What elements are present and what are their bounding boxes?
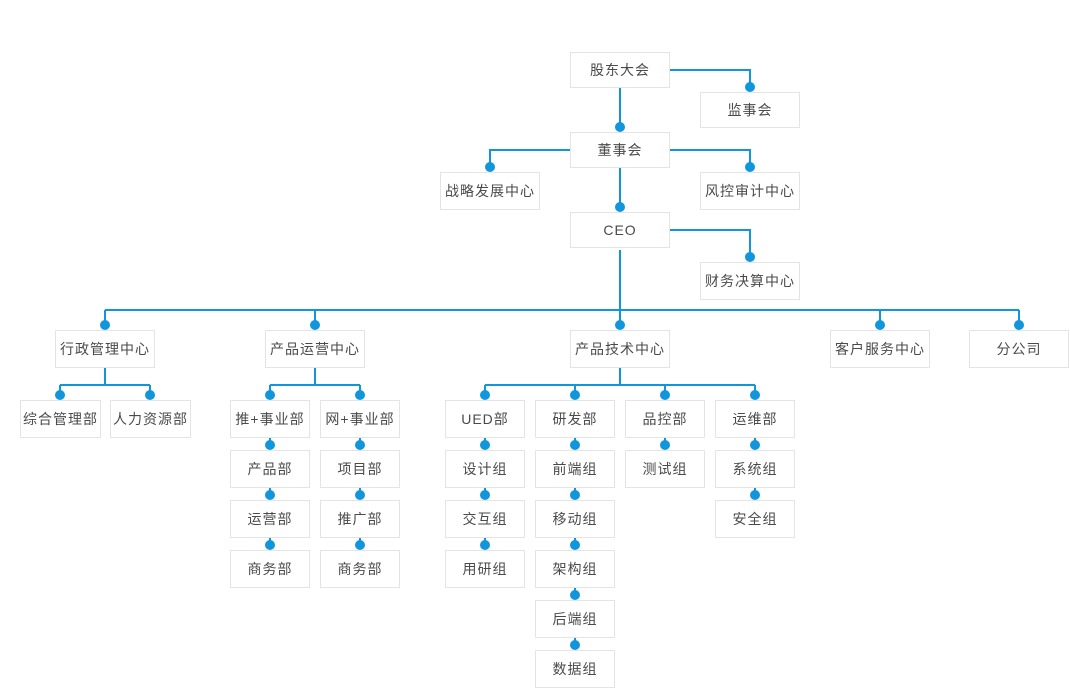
org-node-interaction-group[interactable]: 交互组 [445, 500, 525, 538]
connector-dot [310, 320, 320, 330]
connector-dot [615, 122, 625, 132]
org-node-test-group[interactable]: 测试组 [625, 450, 705, 488]
org-node-architecture-group[interactable]: 架构组 [535, 550, 615, 588]
org-node-operations-dept[interactable]: 运营部 [230, 500, 310, 538]
org-node-finance-center[interactable]: 财务决算中心 [700, 262, 800, 300]
org-node-security-group[interactable]: 安全组 [715, 500, 795, 538]
connector-dot [355, 440, 365, 450]
org-node-supervisory-board[interactable]: 监事会 [700, 92, 800, 128]
org-node-tui-business-div[interactable]: 推+事业部 [230, 400, 310, 438]
connector-dot [660, 390, 670, 400]
org-node-qc-dept[interactable]: 品控部 [625, 400, 705, 438]
org-node-ops-center[interactable]: 产品运营中心 [265, 330, 365, 368]
connector-dot [615, 202, 625, 212]
org-node-promotion-dept[interactable]: 推广部 [320, 500, 400, 538]
org-node-hr-dept[interactable]: 人力资源部 [110, 400, 191, 438]
connector-dot [660, 440, 670, 450]
connector-dot [480, 490, 490, 500]
org-node-admin-center[interactable]: 行政管理中心 [55, 330, 155, 368]
connector-dot [355, 490, 365, 500]
connector-dot [485, 162, 495, 172]
org-node-product-dept[interactable]: 产品部 [230, 450, 310, 488]
connector-dot [570, 390, 580, 400]
org-node-rd-dept[interactable]: 研发部 [535, 400, 615, 438]
connector-dot [570, 540, 580, 550]
connector-dot [355, 390, 365, 400]
connector-dot [745, 162, 755, 172]
connector-dot [265, 440, 275, 450]
connector-dot [480, 440, 490, 450]
org-node-wang-business-div[interactable]: 网+事业部 [320, 400, 400, 438]
connector-dot [875, 320, 885, 330]
connector-dot [265, 540, 275, 550]
connector-dot [750, 390, 760, 400]
org-node-business-dept-right[interactable]: 商务部 [320, 550, 400, 588]
org-node-backend-group[interactable]: 后端组 [535, 600, 615, 638]
org-node-project-dept[interactable]: 项目部 [320, 450, 400, 488]
connector-dot [750, 440, 760, 450]
connector-dot [750, 490, 760, 500]
connector-dot [570, 640, 580, 650]
connector-dot [480, 390, 490, 400]
org-node-general-admin-dept[interactable]: 综合管理部 [20, 400, 101, 438]
connector-dot [355, 540, 365, 550]
org-node-board-of-directors[interactable]: 董事会 [570, 132, 670, 168]
connector-dot [1014, 320, 1024, 330]
org-node-design-group[interactable]: 设计组 [445, 450, 525, 488]
org-node-user-research-group[interactable]: 用研组 [445, 550, 525, 588]
connector-dot [145, 390, 155, 400]
connector-dot [745, 82, 755, 92]
connector-dot [100, 320, 110, 330]
org-node-ued-dept[interactable]: UED部 [445, 400, 525, 438]
org-node-tech-center[interactable]: 产品技术中心 [570, 330, 670, 368]
org-node-shareholders-meeting[interactable]: 股东大会 [570, 52, 670, 88]
org-node-strategy-center[interactable]: 战略发展中心 [440, 172, 540, 210]
org-node-ceo[interactable]: CEO [570, 212, 670, 248]
org-node-branch-company[interactable]: 分公司 [969, 330, 1069, 368]
connector-dot [480, 540, 490, 550]
connector-dot [615, 320, 625, 330]
connector-dot [265, 390, 275, 400]
org-node-om-dept[interactable]: 运维部 [715, 400, 795, 438]
connector-dot [570, 490, 580, 500]
org-node-frontend-group[interactable]: 前端组 [535, 450, 615, 488]
org-node-risk-audit-center[interactable]: 风控审计中心 [700, 172, 800, 210]
connector-dot [570, 440, 580, 450]
connector-dot [265, 490, 275, 500]
connector-dot [745, 252, 755, 262]
org-node-mobile-group[interactable]: 移动组 [535, 500, 615, 538]
org-node-business-dept-left[interactable]: 商务部 [230, 550, 310, 588]
org-node-service-center[interactable]: 客户服务中心 [830, 330, 930, 368]
connector-dot [570, 590, 580, 600]
org-node-data-group[interactable]: 数据组 [535, 650, 615, 688]
org-node-system-group[interactable]: 系统组 [715, 450, 795, 488]
connector-dot [55, 390, 65, 400]
